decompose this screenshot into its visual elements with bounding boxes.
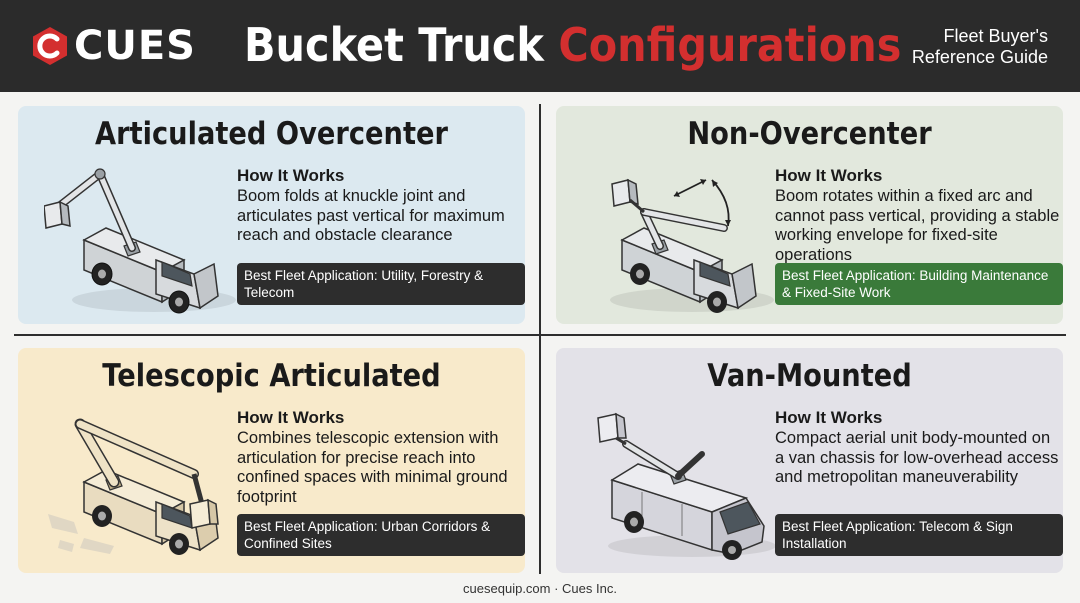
how-it-works-label: How It Works <box>775 166 883 185</box>
card-non-overcenter: Non-Overcenter How It Works Boom rotates… <box>556 106 1063 324</box>
application-badge: Best Fleet Application: Urban Corridors … <box>237 514 525 556</box>
card-description: Combines telescopic extension with artic… <box>237 429 508 506</box>
card-description: Boom rotates within a fixed arc and cann… <box>775 187 1060 264</box>
card-info: How It Works Boom rotates within a fixed… <box>775 166 1060 265</box>
cues-logo: CUES <box>30 24 196 68</box>
subtitle-line-1: Fleet Buyer's <box>943 26 1048 46</box>
telescopic-truck-icon <box>48 418 219 555</box>
title-part-2: Configurations <box>558 18 902 72</box>
card-description: Compact aerial unit body-mounted on a va… <box>775 429 1059 486</box>
card-info: How It Works Boom folds at knuckle joint… <box>237 166 522 246</box>
card-telescopic-articulated: Telescopic Articulated How It Works Comb… <box>18 348 525 573</box>
horizontal-divider <box>14 334 1066 336</box>
how-it-works-label: How It Works <box>775 408 883 427</box>
card-title: Articulated Overcenter <box>95 116 448 152</box>
footer-text: cuesequip.com · Cues Inc. <box>463 581 617 596</box>
how-it-works-label: How It Works <box>237 166 345 185</box>
card-info: How It Works Combines telescopic extensi… <box>237 408 522 507</box>
card-title: Telescopic Articulated <box>102 358 441 394</box>
subtitle: Fleet Buyer's Reference Guide <box>848 26 1048 68</box>
header-bar: CUES Bucket Truck Configurations Fleet B… <box>0 0 1080 92</box>
page-title: Bucket Truck Configurations <box>244 14 901 76</box>
application-badge: Best Fleet Application: Utility, Forestr… <box>237 263 525 305</box>
card-info: How It Works Compact aerial unit body-mo… <box>775 408 1060 488</box>
vertical-divider <box>539 104 541 574</box>
title-part-1: Bucket Truck <box>244 18 544 72</box>
card-title: Van-Mounted <box>707 358 912 394</box>
cues-logo-icon <box>33 27 67 65</box>
application-badge: Best Fleet Application: Building Mainten… <box>775 263 1063 305</box>
card-description: Boom folds at knuckle joint and articula… <box>237 187 505 244</box>
application-badge: Best Fleet Application: Telecom & Sign I… <box>775 514 1063 556</box>
how-it-works-label: How It Works <box>237 408 345 427</box>
van-mounted-truck-icon <box>597 412 776 560</box>
card-van-mounted: Van-Mounted How It Works Compact aerial … <box>556 348 1063 573</box>
card-articulated-overcenter: Articulated Overcenter How It Works Boom… <box>18 106 525 324</box>
logo-text: CUES <box>74 23 196 69</box>
non-overcenter-truck-icon <box>610 178 774 313</box>
card-title: Non-Overcenter <box>687 116 932 152</box>
subtitle-line-2: Reference Guide <box>911 47 1048 67</box>
articulated-truck-icon <box>44 168 236 314</box>
